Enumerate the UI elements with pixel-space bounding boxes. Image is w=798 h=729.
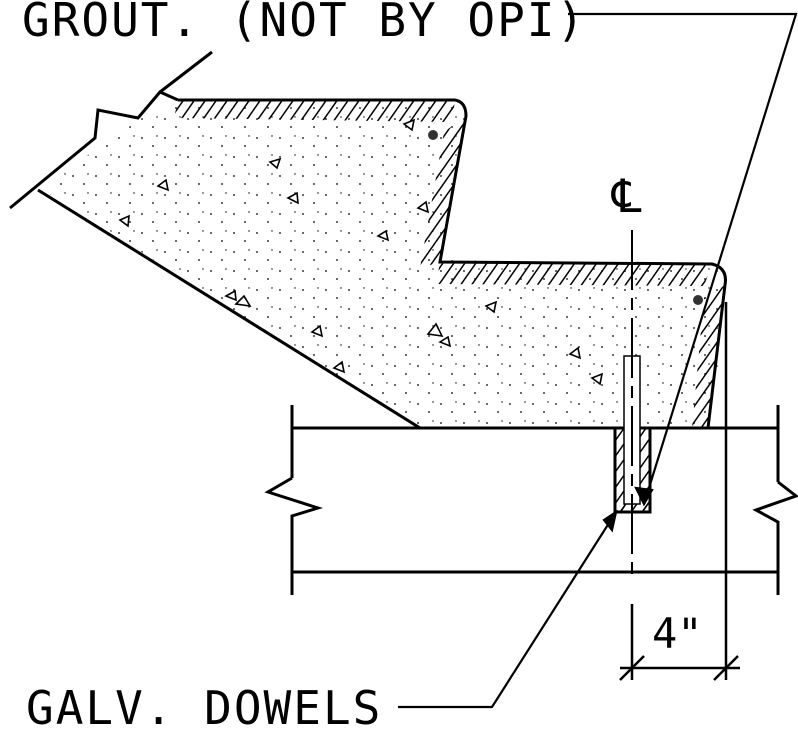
dim-tick-left	[619, 655, 645, 681]
break-line-top	[9, 50, 213, 210]
grout-fill	[40, 100, 726, 428]
grout-label: GROUT. (NOT BY OPI)	[22, 0, 586, 47]
grout-leader	[568, 12, 798, 507]
grout-mass	[9, 50, 727, 430]
grout-slope-edge	[37, 188, 421, 430]
dimension-4in	[619, 302, 740, 681]
dowels-leader	[398, 509, 618, 709]
hatch-top-1	[174, 100, 455, 122]
aggregate-marks	[118, 118, 604, 386]
hatch-side-1	[420, 116, 466, 268]
centerline: ℄	[611, 169, 642, 580]
dowel-hole-grout-left	[615, 428, 625, 512]
dimension-text: 4"	[652, 609, 703, 658]
base-slab	[264, 405, 798, 595]
hatch-top-2	[436, 262, 712, 286]
dowels-label: GALV. DOWELS	[26, 681, 382, 729]
rebar-dot-1	[428, 130, 438, 140]
slab-left-break	[264, 476, 324, 595]
slab-right-break	[752, 480, 798, 595]
centerline-symbol: ℄	[611, 169, 642, 223]
rebar-dot-2	[693, 295, 703, 305]
hatch-side-2	[692, 285, 725, 428]
dim-tick-right	[713, 655, 739, 681]
dowel-hole-grout-right	[640, 428, 650, 512]
